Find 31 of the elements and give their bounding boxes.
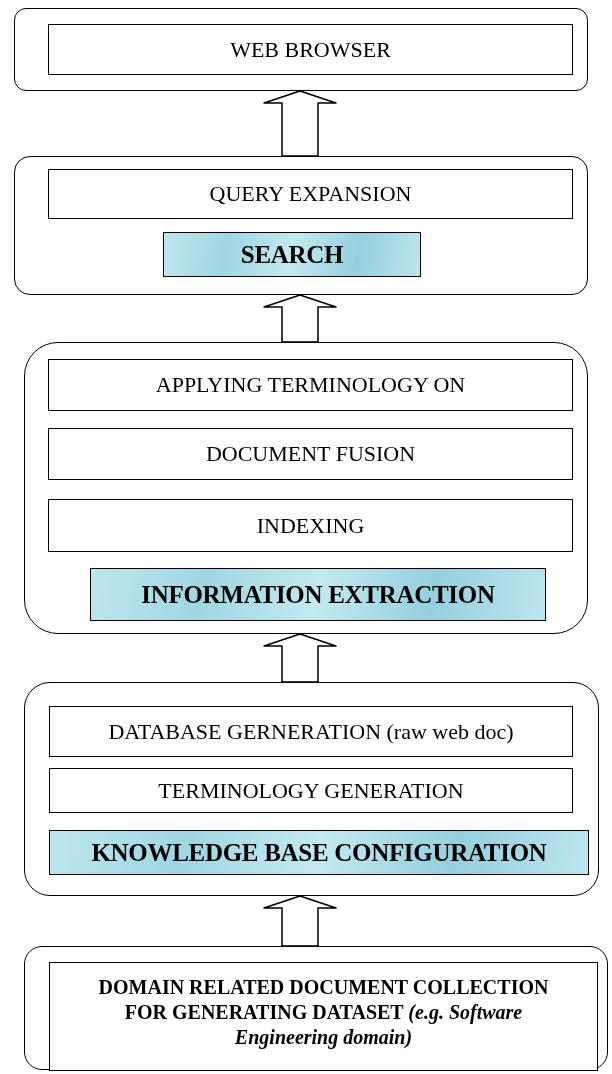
process-box [49, 962, 598, 1071]
stage-band [163, 232, 421, 277]
stage-band [90, 568, 546, 621]
process-box [48, 169, 573, 219]
box-label: WEB BROWSER [230, 35, 391, 64]
box-label: QUERY EXPANSION [209, 180, 412, 208]
group-panel [14, 8, 588, 91]
box-label: DATABASE GERNERATION (raw web doc) [108, 717, 514, 746]
stage-band [49, 830, 589, 875]
block-arrow [263, 633, 337, 683]
box-label: DOMAIN RELATED DOCUMENT COLLECTION FOR GENERATING DATASET (e.g. Software Engineering domain) [97, 975, 550, 1050]
stage-title: KNOWLEDGE BASE CONFIGURATION [91, 837, 547, 868]
process-box [48, 499, 573, 552]
group-panel [24, 682, 599, 896]
box-label: DOCUMENT FUSION [205, 440, 416, 468]
process-box [49, 768, 573, 813]
box-label: TERMINOLOGY GENERATION [158, 776, 464, 805]
process-box [48, 428, 573, 480]
process-box [48, 359, 573, 411]
group-panel [14, 156, 588, 295]
box-label: APPLYING TERMINOLOGY ON [155, 371, 466, 399]
stage-title: SEARCH [240, 239, 344, 270]
group-panel [24, 946, 608, 1070]
block-arrow [263, 90, 337, 157]
stage-title: INFORMATION EXTRACTION [141, 579, 495, 610]
process-box [49, 706, 573, 757]
box-label: INDEXING [256, 511, 365, 540]
process-box [48, 24, 573, 75]
block-arrow [263, 294, 337, 343]
block-arrow [263, 895, 337, 947]
group-panel [24, 342, 588, 634]
